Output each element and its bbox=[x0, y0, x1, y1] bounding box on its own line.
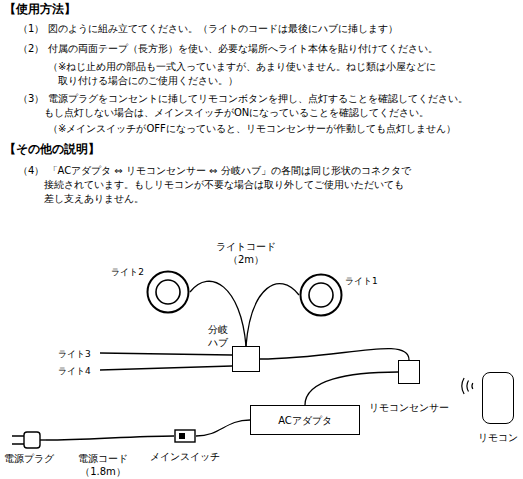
node-label: ライト2 bbox=[111, 266, 144, 279]
node-label: 分岐 ハブ bbox=[208, 323, 230, 349]
light4-wire bbox=[100, 366, 232, 370]
light3-wire bbox=[100, 353, 232, 355]
instruction-text: （4） 「ACアダプタ ⇔ リモコンセンサー ⇔ 分岐ハブ」の各間は同じ形状のコ… bbox=[18, 164, 458, 206]
node-label: ライト1 bbox=[345, 275, 378, 288]
cable bbox=[305, 372, 398, 405]
cable bbox=[190, 281, 246, 346]
signal-arcs bbox=[462, 378, 473, 394]
signal-arc bbox=[467, 381, 468, 392]
light-label: ライト4 bbox=[58, 364, 91, 378]
section-heading: 【使用方法】 bbox=[4, 2, 76, 16]
signal-arc bbox=[471, 383, 473, 389]
light-label: ライト3 bbox=[58, 347, 91, 361]
remote-body: リモコン bbox=[482, 372, 514, 424]
hub-box: 分岐 ハブ bbox=[232, 346, 260, 372]
node-label: リモコンセンサー bbox=[369, 401, 449, 414]
sensor-box: リモコンセンサー bbox=[398, 360, 420, 384]
node-label: メインスイッチ bbox=[150, 450, 220, 463]
adapter-box: ACアダプタ bbox=[250, 405, 360, 435]
cable bbox=[46, 436, 174, 440]
node-label: リモコン bbox=[478, 431, 518, 444]
light-fixture: ライト1 bbox=[299, 273, 343, 317]
light-wires bbox=[100, 353, 232, 370]
switch-body: メインスイッチ bbox=[174, 429, 196, 443]
cable bbox=[246, 284, 299, 346]
node-label: ACアダプタ bbox=[251, 414, 359, 427]
instruction-text: （1） 図のように組み立ててください。（ライトのコードは最後にハブに挿します） bbox=[18, 22, 498, 36]
instruction-text: （2） 付属の両面テープ（長方形）を使い、必要な場所へライト本体を貼り付けてくだ… bbox=[18, 42, 498, 56]
plug-symbol bbox=[12, 430, 46, 450]
light-ring bbox=[146, 270, 190, 314]
signal-arc bbox=[462, 378, 464, 394]
light-fixture: ライト2 bbox=[146, 270, 190, 314]
note-text: （※ねじ止め用の部品も一式入っていますが、あまり使いません。ねじ類は小屋などに … bbox=[48, 60, 488, 88]
cable bbox=[260, 349, 409, 360]
light-ring bbox=[299, 273, 343, 317]
cord-length-label: 電源コード （1.8m） bbox=[68, 452, 138, 478]
note-text: （※メインスイッチがOFFになっていると、リモコンセンサーが作動しても点灯しませ… bbox=[48, 122, 508, 136]
cord-length-label: ライトコード （2m） bbox=[211, 240, 281, 266]
node-label: 電源プラグ bbox=[4, 452, 54, 465]
plug-body: 電源プラグ bbox=[12, 430, 46, 450]
instruction-text: （3） 電源プラグをコンセントに挿してリモコンボタンを押し、点灯することを確認し… bbox=[18, 92, 488, 120]
cable bbox=[196, 420, 250, 436]
section-heading: 【その他の説明】 bbox=[4, 142, 100, 156]
switch-symbol bbox=[174, 429, 196, 443]
